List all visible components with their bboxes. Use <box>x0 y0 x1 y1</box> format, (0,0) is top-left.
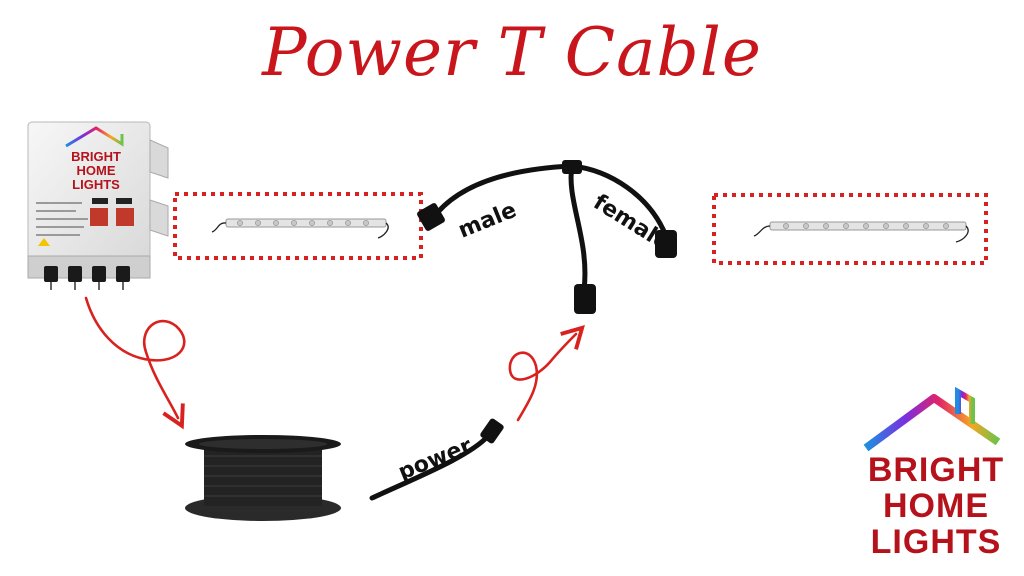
logo-line3: LIGHTS <box>870 523 1002 561</box>
logo-line2: HOME <box>883 487 989 525</box>
brand-logo-text: BRIGHT HOME LIGHTS <box>856 452 1016 560</box>
controller-brand-line3: LIGHTS <box>72 177 120 192</box>
led-bar-frame-left <box>173 192 423 260</box>
label-power: power <box>395 433 476 485</box>
controller-brand-line1: BRIGHT <box>71 149 121 164</box>
led-bar-left <box>211 218 389 239</box>
logo-line1: BRIGHT <box>867 451 1005 489</box>
led-bar-right <box>753 221 969 243</box>
page-title: Power T Cable <box>262 14 762 91</box>
arrow-power-to-tee <box>508 325 585 422</box>
controller-brand-label: BRIGHT HOME LIGHTS <box>58 150 134 192</box>
controller-box <box>27 121 169 290</box>
brand-logo-roof <box>863 386 1001 452</box>
controller-brand-line2: HOME <box>76 163 116 178</box>
arrow-controller-to-reel <box>84 296 186 430</box>
power-connector <box>480 418 504 444</box>
cable-reel <box>185 435 341 521</box>
led-bar-frame-right <box>712 193 988 265</box>
power-cable <box>369 433 491 501</box>
t-cable <box>417 160 677 314</box>
label-male: male <box>455 198 520 244</box>
